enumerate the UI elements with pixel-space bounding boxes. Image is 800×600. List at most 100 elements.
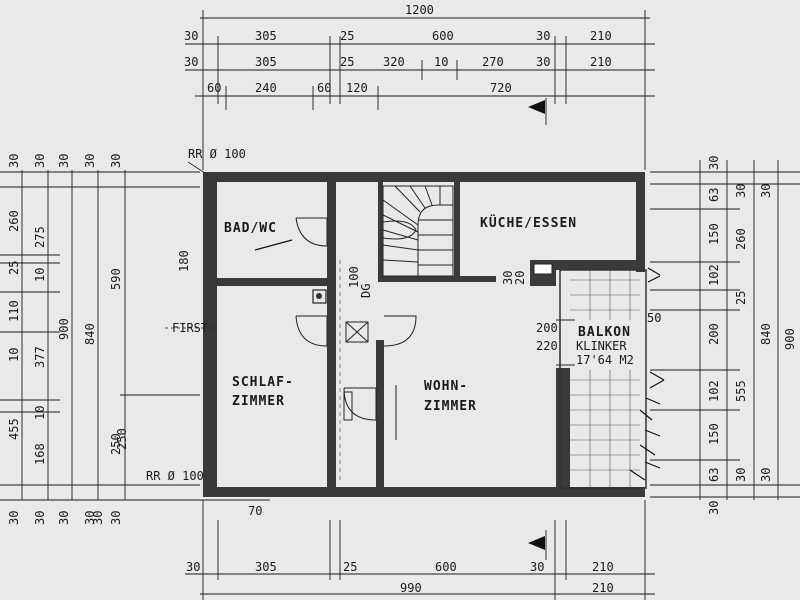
- left-dim-c5-1: 250: [109, 433, 123, 455]
- left-dim-c2-3: 377: [33, 346, 47, 368]
- top-dim-r3-1: 305: [255, 55, 277, 69]
- left-dim-c2-4: 10: [33, 406, 47, 420]
- balkon-material: KLINKER: [576, 339, 627, 353]
- left-dim-c4-1: 840: [83, 323, 97, 345]
- right-dim-c2-0: 30: [734, 184, 748, 198]
- right-dim-c3-2: 30: [759, 468, 773, 482]
- right-dim-c1-4: 200: [707, 323, 721, 345]
- building-walls: [203, 172, 647, 497]
- left-dim-c2-6: 30: [33, 511, 47, 525]
- right-dim-c1-8: 30: [707, 501, 721, 515]
- right-dim-c1-7: 63: [707, 468, 721, 482]
- staircase: [382, 185, 454, 277]
- top-dim-r2-4: 30: [536, 29, 550, 43]
- top-dim-r3-3: 320: [383, 55, 405, 69]
- corridor-x-marker-icon: [345, 321, 369, 343]
- left-dim-c5-0: 590: [109, 268, 123, 290]
- right-dim-c2-2: 25: [734, 291, 748, 305]
- balkon-area: 17'64 M2: [576, 353, 634, 367]
- interior-dim-180: 180: [177, 250, 191, 272]
- left-dim-c1-6: 30: [7, 511, 21, 525]
- left-dim-c4-2: 30: [83, 511, 97, 525]
- top-dim-r2-2: 25: [340, 29, 354, 43]
- bottom-dim-r1-3: 600: [435, 560, 457, 574]
- rr-label-bottom: RR Ø 100: [146, 469, 204, 483]
- interior-dim-100: 100: [347, 266, 361, 288]
- bottom-dimension-lines: [185, 499, 655, 600]
- room-label-balkon: BALKON: [578, 325, 631, 340]
- left-dim-c1-2: 25: [7, 261, 21, 275]
- bottom-dim-r1-0: 30: [186, 560, 200, 574]
- top-dim-r3-0: 30: [184, 55, 198, 69]
- top-dim-r2-1: 305: [255, 29, 277, 43]
- rr-leader-top: [187, 161, 209, 176]
- top-dim-r3-2: 25: [340, 55, 354, 69]
- rr-label-top: RR Ø 100: [188, 147, 246, 161]
- top-dim-r4-2: 60: [317, 81, 331, 95]
- shaft-square: [312, 289, 327, 304]
- kitchen-shaft-square: [533, 263, 553, 275]
- left-dim-c1-0: 30: [7, 154, 21, 168]
- interior-dim-30: 30: [501, 271, 515, 285]
- right-dim-c1-2: 150: [707, 223, 721, 245]
- left-dim-c5-bottom: 30: [109, 511, 123, 525]
- right-dim-c1-3: 102: [707, 264, 721, 286]
- room-label-schlaf-1: SCHLAF-: [232, 375, 294, 390]
- left-dim-c1-1: 260: [7, 210, 21, 232]
- right-dim-c1-1: 63: [707, 188, 721, 202]
- interior-dim-200: 200: [536, 321, 558, 335]
- room-label-wohn-2: ZIMMER: [424, 399, 477, 414]
- bottom-left-dim-30: 30: [91, 511, 105, 525]
- interior-dim-20: 20: [513, 271, 527, 285]
- left-dim-c1-3: 110: [7, 300, 21, 322]
- right-dim-c3-1: 840: [759, 323, 773, 345]
- right-dim-c2-1: 260: [734, 228, 748, 250]
- right-dim-c1-0: 30: [707, 156, 721, 170]
- balcony-clinker-hatch: [570, 270, 640, 487]
- top-dim-r4-3: 120: [346, 81, 368, 95]
- top-dim-total: 1200: [405, 3, 434, 17]
- drain-icon: [316, 293, 322, 299]
- room-label-bad-wc: BAD/WC: [224, 221, 277, 236]
- bottom-dim-70: 70: [248, 504, 262, 518]
- left-dim-c3-1: 900: [57, 318, 71, 340]
- bottom-dim-r2-1: 210: [592, 581, 614, 595]
- top-dim-r2-5: 210: [590, 29, 612, 43]
- left-dim-c5-top: 30: [109, 154, 123, 168]
- left-dim-c4-0: 30: [83, 154, 97, 168]
- left-dimension-lines: [0, 170, 200, 501]
- top-dim-r3-5: 270: [482, 55, 504, 69]
- interior-dim-250-ref: 250: [115, 428, 129, 450]
- doors: [295, 217, 575, 440]
- left-dim-c3-2: 30: [57, 511, 71, 525]
- top-dim-r4-1: 240: [255, 81, 277, 95]
- dg-label: DG: [359, 284, 373, 298]
- room-label-wohn-1: WOHN-: [424, 379, 468, 394]
- section-marker-bottom-icon: [528, 536, 545, 550]
- top-dim-r3-7: 210: [590, 55, 612, 69]
- top-dimension-lines: [185, 10, 655, 170]
- bottom-dim-r1-4: 30: [530, 560, 544, 574]
- interior-dim-220: 220: [536, 339, 558, 353]
- left-dim-c2-0: 30: [33, 154, 47, 168]
- top-dim-r4-4: 720: [490, 81, 512, 95]
- section-marker-top-icon: [528, 100, 545, 114]
- balcony-railing-markers: [629, 267, 665, 481]
- top-dim-r2-0: 30: [184, 29, 198, 43]
- top-dim-r4-0: 60: [207, 81, 221, 95]
- right-dim-c3-0: 30: [759, 184, 773, 198]
- top-dim-r2-3: 600: [432, 29, 454, 43]
- right-dim-c1-5: 102: [707, 380, 721, 402]
- top-dim-r3-4: 10: [434, 55, 448, 69]
- right-dim-c4-0: 900: [783, 328, 797, 350]
- top-dim-r3-6: 30: [536, 55, 550, 69]
- left-dim-c2-1: 275: [33, 226, 47, 248]
- right-dim-c2-4: 30: [734, 468, 748, 482]
- right-dim-c2-3: 555: [734, 380, 748, 402]
- interior-dim-50: 50: [647, 311, 661, 325]
- bottom-dim-r2-0: 990: [400, 581, 422, 595]
- left-dim-c2-2: 10: [33, 268, 47, 282]
- left-dim-c3-0: 30: [57, 154, 71, 168]
- left-dim-c1-5: 455: [7, 418, 21, 440]
